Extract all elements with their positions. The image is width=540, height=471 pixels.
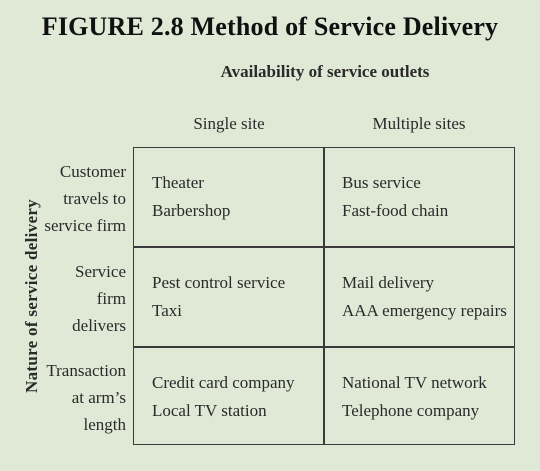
column-axis-heading: Availability of service outlets: [220, 62, 430, 81]
matrix-cell-delivers-single: Pest control service Taxi: [152, 269, 285, 325]
cell-example: Bus service: [342, 173, 421, 192]
figure-title: FIGURE 2.8 Method of Service Delivery: [41, 12, 499, 41]
row-label-line: Customer: [59, 162, 126, 181]
matrix-cell-arms-length-single: Credit card company Local TV station: [152, 369, 295, 425]
row-label-line: Service: [75, 262, 126, 281]
row-label-firm-delivers: Service firm delivers: [40, 258, 126, 339]
matrix-divider-vertical: [323, 147, 325, 445]
row-axis-heading: Nature of service delivery: [22, 199, 41, 393]
row-label-line: Transaction: [46, 361, 126, 380]
cell-example: Fast-food chain: [342, 201, 449, 220]
cell-example: Credit card company: [152, 373, 295, 392]
cell-example: Taxi: [152, 301, 182, 320]
matrix-cell-delivers-multiple: Mail delivery AAA emergency repairs: [342, 269, 507, 325]
cell-example: Barbershop: [152, 201, 231, 220]
cell-example: Theater: [152, 173, 204, 192]
cell-example: Telephone company: [342, 401, 480, 420]
matrix-cell-arms-length-multiple: National TV network Telephone company: [342, 369, 487, 425]
row-label-arms-length: Transaction at arm’s length: [40, 357, 126, 438]
cell-example: Pest control service: [152, 273, 286, 292]
cell-example: National TV network: [342, 373, 487, 392]
matrix-divider-horizontal: [133, 246, 515, 248]
matrix-cell-travels-multiple: Bus service Fast-food chain: [342, 169, 448, 225]
row-label-line: service firm: [44, 216, 126, 235]
cell-example: AAA emergency repairs: [342, 301, 507, 320]
column-label-multiple-sites: Multiple sites: [372, 114, 466, 133]
cell-example: Mail delivery: [342, 273, 435, 292]
row-label-line: travels to: [63, 189, 126, 208]
row-label-line: firm: [96, 289, 126, 308]
row-label-line: delivers: [72, 316, 126, 335]
matrix-cell-travels-single: Theater Barbershop: [152, 169, 230, 225]
matrix-divider-horizontal: [133, 346, 515, 348]
column-label-single-site: Single site: [193, 114, 265, 133]
row-label-line: at arm’s: [71, 388, 126, 407]
cell-example: Local TV station: [152, 401, 267, 420]
row-label-customer-travels: Customer travels to service firm: [40, 158, 126, 239]
row-label-line: length: [83, 415, 127, 434]
